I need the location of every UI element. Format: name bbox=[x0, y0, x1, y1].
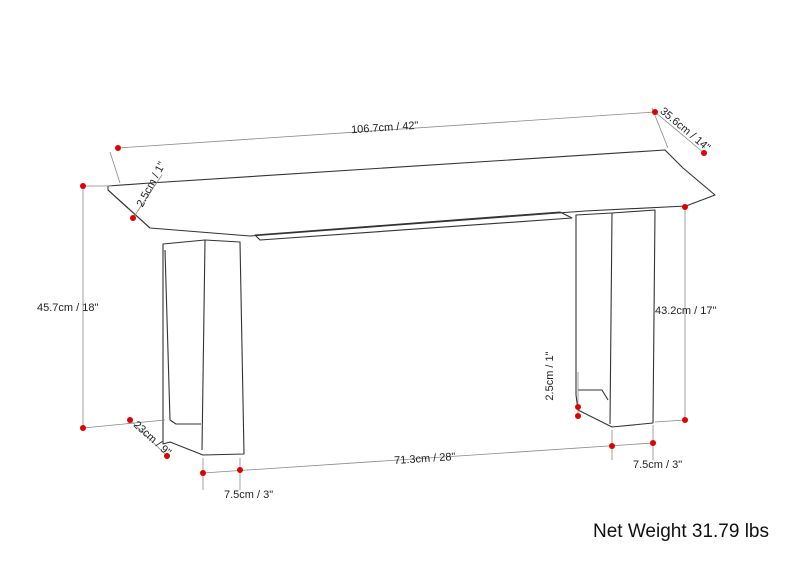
length-label: 106.7cm / 42" bbox=[351, 120, 419, 136]
top-thickness-label: 2.5cm / 1" bbox=[135, 160, 169, 209]
leg-depth-label: 23cm / 9" bbox=[131, 419, 173, 459]
marker-dot bbox=[127, 417, 133, 423]
leg-width-left-label: 7.5cm / 3" bbox=[224, 489, 273, 501]
bench-drawing bbox=[107, 149, 716, 456]
marker-dot bbox=[652, 109, 658, 115]
leg-width-right-label: 7.5cm / 3" bbox=[633, 459, 682, 471]
top-thickness-line bbox=[132, 174, 163, 219]
length-ext-left bbox=[109, 151, 121, 184]
right-leg bbox=[575, 209, 656, 428]
marker-dot bbox=[237, 467, 243, 473]
foot-thickness-label: 2.5cm / 1" bbox=[544, 351, 556, 400]
total-height-ext-bottom bbox=[82, 419, 166, 429]
marker-dot bbox=[650, 440, 656, 446]
net-weight-label: Net Weight 31.79 lbs bbox=[593, 521, 769, 542]
leg-spacing-label: 71.3cm / 28" bbox=[394, 451, 456, 467]
marker-dot bbox=[575, 404, 581, 410]
marker-dot bbox=[80, 183, 86, 189]
apron bbox=[254, 211, 573, 241]
marker-dot bbox=[200, 470, 206, 476]
marker-dot bbox=[115, 145, 121, 151]
marker-dot bbox=[682, 417, 688, 423]
marker-dot bbox=[682, 204, 688, 210]
leg-depth-line bbox=[129, 419, 168, 457]
marker-dot bbox=[575, 413, 581, 419]
total-height-label: 45.7cm / 18" bbox=[37, 302, 98, 314]
depth-label: 35.6cm / 14" bbox=[658, 105, 713, 154]
left-leg bbox=[162, 239, 245, 456]
marker-dot bbox=[130, 215, 136, 221]
leg-height-label: 43.2cm / 17" bbox=[655, 305, 716, 317]
tabletop-front-edge bbox=[107, 189, 151, 229]
marker-dot bbox=[609, 443, 615, 449]
depth-line bbox=[654, 111, 705, 154]
right-leg-inner bbox=[578, 212, 613, 425]
dimension-markers bbox=[80, 109, 707, 476]
length-line bbox=[117, 111, 656, 149]
leg-height-ext-bottom bbox=[654, 419, 686, 423]
marker-dot bbox=[701, 150, 707, 156]
leg-spacing-line bbox=[202, 442, 654, 474]
left-leg-inner bbox=[164, 239, 206, 451]
marker-dot bbox=[164, 453, 170, 459]
marker-dot bbox=[80, 425, 86, 431]
